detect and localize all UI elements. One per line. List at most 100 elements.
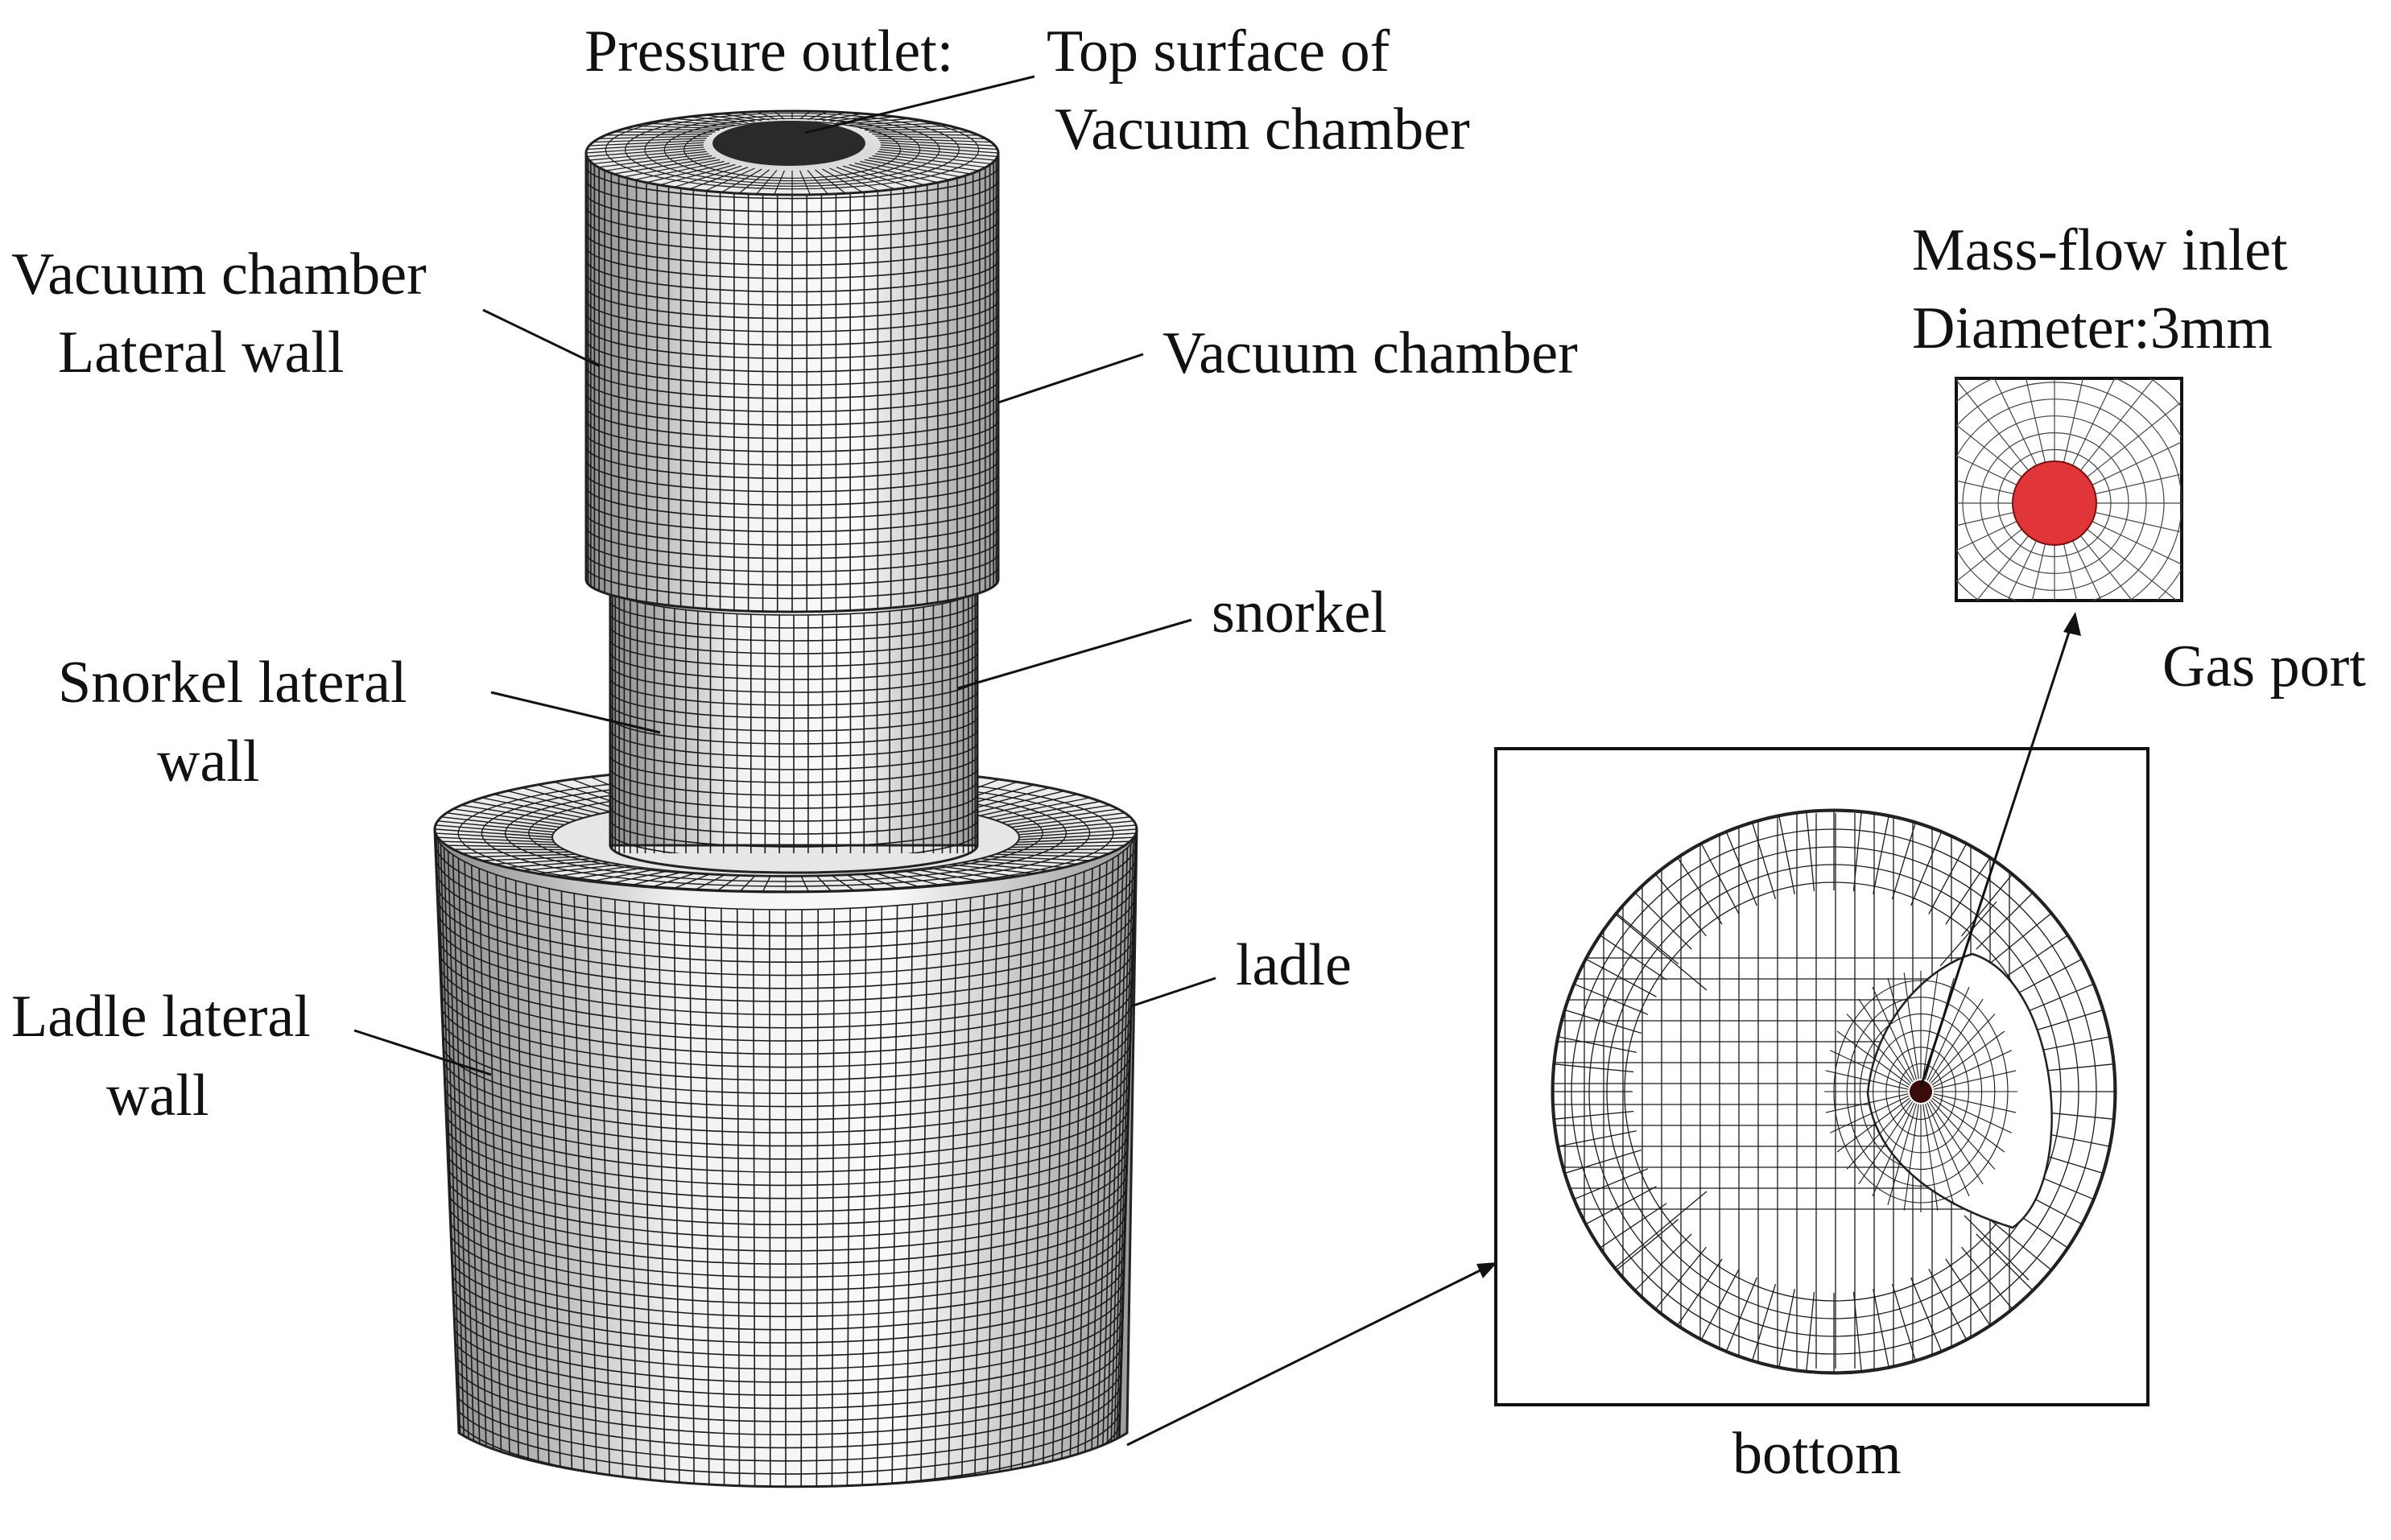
mesh-line [506,790,601,815]
mesh-line [1588,846,2079,1337]
mesh-line [493,857,592,865]
mesh-line [865,128,961,131]
mesh-line [586,579,998,612]
mesh-line [440,1078,1131,1160]
mesh-line [446,1262,1125,1344]
mesh-line [586,566,998,600]
mesh-line [446,1275,1125,1357]
mesh-line [605,155,712,171]
mesh-line [586,419,998,453]
mesh-line [1846,1014,1912,1084]
mesh-line [537,784,621,811]
mesh-line [2031,543,2046,601]
mesh-line [1806,811,1815,892]
vacuum-chamber-top [584,109,1000,196]
mesh-line [988,856,1090,861]
mesh-line [1964,1215,2030,1281]
label-snorkel-lateral-line1: Snorkel lateral [58,650,407,716]
mesh-line [493,793,593,817]
mass-flow-inlet-circle [2012,460,2097,546]
mesh-line [1806,1291,1815,1373]
mesh-line [970,790,1065,815]
mesh-line [507,860,601,869]
mesh-line [995,853,1101,858]
mesh-line [1634,892,1692,950]
mesh-line [586,246,998,279]
mesh-line [590,869,657,882]
mesh-line [2063,378,2083,463]
mesh-line [1891,1284,1917,1362]
mesh-line [586,552,998,586]
mesh-model [433,109,1138,1488]
mesh-line [659,163,736,186]
mesh-line [950,864,1034,874]
mesh-line [605,109,980,190]
mesh-line [971,860,1064,869]
mesh-line [889,871,942,886]
mesh-line [874,872,921,888]
mesh-line [2019,983,2095,1015]
mesh-line [1956,382,2182,601]
mesh-line [453,808,565,826]
mesh-line [1956,480,2014,495]
mesh-line [865,159,961,178]
mesh-line [586,166,998,200]
mesh-line [1563,1149,1641,1175]
mesh-line [739,875,756,892]
mesh-line [444,1183,1128,1265]
mesh-line [444,1196,1128,1278]
mesh-line [1988,912,2052,964]
mesh-line [609,832,978,853]
leader-ladle-lateral [353,1029,492,1076]
mesh-line [2007,540,2037,601]
mesh-line [860,873,899,890]
mesh-line [439,1013,1133,1095]
mesh-line [960,861,1050,872]
mesh-line [2063,543,2078,601]
mesh-line [448,1367,1123,1448]
mesh-line [939,865,1018,877]
mesh-line [1976,535,2030,601]
mesh-line [1846,997,1996,1187]
label-ladle: ladle [1236,932,1352,998]
leader-top-surface [804,75,1035,134]
mesh-line [872,155,980,171]
mesh-line [437,960,1134,1042]
mesh-line [586,459,998,493]
mesh-line [842,165,911,188]
mesh-line [609,600,978,629]
mesh-line [435,832,553,840]
mesh-line [1825,1093,1909,1113]
mesh-line [829,167,880,192]
mesh-line [673,165,742,188]
mesh-line [2026,1009,2104,1034]
mesh-line [588,148,705,161]
mesh-line [586,379,998,413]
mesh-line [1017,820,1134,833]
mesh-line [444,1170,1128,1252]
mesh-line [849,120,925,126]
mesh-line [774,110,785,120]
mesh-line [586,353,998,386]
mesh-line [988,797,1090,819]
snorkel-body [609,586,979,874]
mesh-line [609,690,978,719]
mesh-line [438,986,1134,1068]
mesh-line [1956,455,2017,485]
mesh-line [836,167,896,190]
mesh-line [721,168,762,193]
mesh-line [2001,935,2069,981]
mesh-line [872,133,980,136]
mesh-line [1910,1277,1943,1352]
mesh-line [586,365,998,399]
mesh-line [1961,873,2013,937]
mesh-line [439,999,1133,1081]
mesh-line [461,851,571,854]
mesh-line [586,446,998,480]
mesh-line [2095,473,2182,495]
leader-snorkel [957,618,1192,690]
mesh-line [650,872,697,888]
mesh-line [1634,1233,1692,1291]
mesh-line [436,881,1136,963]
